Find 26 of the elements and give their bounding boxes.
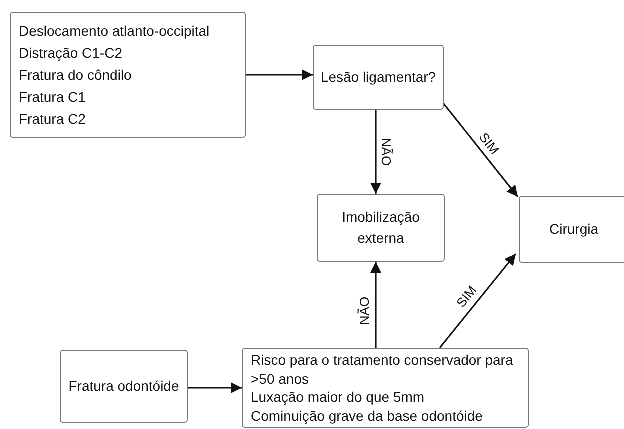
process-box bbox=[313, 45, 444, 110]
process-box bbox=[60, 350, 188, 423]
arrow bbox=[370, 110, 382, 194]
process-box bbox=[242, 348, 529, 428]
box-text: Distração C1-C2 bbox=[19, 44, 122, 63]
process-box bbox=[317, 194, 445, 262]
box-text: Fratura odontóide bbox=[68, 377, 180, 396]
edge-label: NÃO bbox=[358, 296, 372, 326]
box-text: Lesão ligamentar? bbox=[320, 68, 436, 87]
box-text: Fratura C2 bbox=[19, 110, 86, 129]
box-text: Cirurgia bbox=[549, 220, 598, 239]
process-box bbox=[519, 196, 624, 263]
box-text: Luxação maior do que 5mm bbox=[251, 388, 425, 406]
arrow bbox=[188, 382, 242, 394]
arrow bbox=[439, 254, 517, 348]
arrow bbox=[443, 104, 519, 198]
box-text: Cominuição grave da base odontóide bbox=[251, 406, 483, 425]
box-text: Risco para o tratamento conservador para >50 anos bbox=[251, 351, 514, 388]
process-box bbox=[10, 12, 246, 138]
arrow bbox=[246, 69, 313, 81]
box-text: Fratura C1 bbox=[19, 88, 86, 107]
edge-label: NÃO bbox=[379, 136, 393, 168]
box-text: Deslocamento atlanto-occipital bbox=[19, 22, 210, 41]
arrow bbox=[370, 262, 382, 348]
box-text: Imobilização externa bbox=[341, 208, 421, 248]
box-text: Fratura do côndilo bbox=[19, 66, 132, 85]
